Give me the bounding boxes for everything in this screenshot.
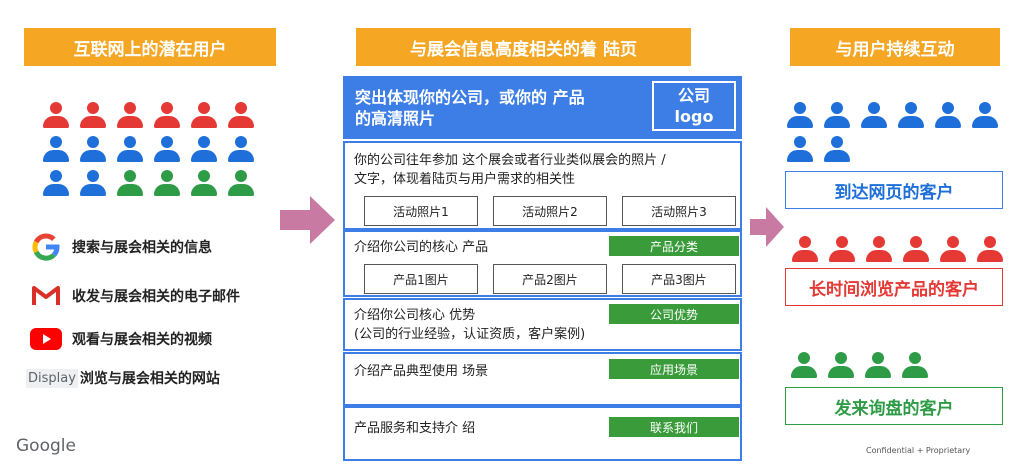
- visitors-label: 到达网页的客户: [785, 171, 1003, 209]
- person-icon: [112, 102, 149, 130]
- section-past-events: 你的公司往年参加 这个展会或者行业类似展会的照片 / 文字，体现着陆页与用户需求…: [343, 141, 742, 230]
- person-icon: [38, 136, 75, 164]
- inquirer-group: [786, 352, 934, 380]
- section-use-cases: 介绍产品典型使用 场景 应用场景: [343, 352, 742, 406]
- person-icon: [223, 170, 260, 198]
- section-text: 介绍你公司核心 优势 (公司的行业经验，认证资质，客户案例): [354, 308, 586, 342]
- section-text: 你的公司往年参加 这个展会或者行业类似展会的照片 / 文字，体现着陆页与用户需求…: [354, 153, 666, 187]
- person-icon: [186, 170, 223, 198]
- arrow-right-icon: [750, 207, 784, 247]
- section-core-products: 介绍你公司的核心 产品 产品分类 产品1图片 产品2图片 产品3图片: [343, 230, 742, 297]
- person-icon: [112, 136, 149, 164]
- person-icon: [861, 236, 898, 264]
- person-icon: [75, 102, 112, 130]
- person-icon: [893, 102, 930, 130]
- event-photo: 活动照片3: [622, 196, 736, 226]
- feature-video: 观看与展会相关的视频: [26, 325, 212, 353]
- person-icon: [856, 102, 893, 130]
- person-icon: [860, 352, 897, 380]
- person-icon: [786, 352, 823, 380]
- person-icon: [75, 170, 112, 198]
- person-icon: [935, 236, 972, 264]
- feature-label: 观看与展会相关的视频: [72, 332, 212, 348]
- section-support: 产品服务和支持介 绍 联系我们: [343, 406, 742, 461]
- company-advantage-button[interactable]: 公司优势: [609, 304, 739, 324]
- arrow-right-icon: [280, 196, 335, 244]
- logo-box: 公司 logo: [652, 81, 736, 131]
- header-engagement: 与用户持续互动: [790, 28, 1000, 66]
- feature-display: Display 浏览与展会相关的网站: [26, 368, 220, 388]
- person-icon: [149, 136, 186, 164]
- youtube-icon: [26, 325, 66, 353]
- person-icon: [112, 170, 149, 198]
- person-icon: [967, 102, 1004, 130]
- gmail-icon: [26, 282, 66, 310]
- person-icon: [186, 136, 223, 164]
- person-icon: [223, 102, 260, 130]
- feature-search: 搜索与展会相关的信息: [26, 233, 212, 261]
- person-icon: [823, 352, 860, 380]
- contact-us-button[interactable]: 联系我们: [609, 417, 739, 437]
- event-photo: 活动照片2: [493, 196, 607, 226]
- product-photo: 产品1图片: [364, 264, 478, 294]
- person-icon: [186, 102, 223, 130]
- display-icon: Display: [26, 368, 78, 388]
- section-advantages: 介绍你公司核心 优势 (公司的行业经验，认证资质，客户案例) 公司优势: [343, 298, 742, 351]
- person-icon: [782, 136, 819, 164]
- browsers-label: 长时间浏览产品的客户: [785, 268, 1003, 306]
- footer-note: Confidential + Proprietary: [866, 446, 971, 455]
- feature-label: 浏览与展会相关的网站: [79, 371, 220, 387]
- product-photo: 产品2图片: [493, 264, 607, 294]
- header-potential-users: 互联网上的潜在用户: [24, 28, 276, 66]
- google-g-icon: [26, 233, 66, 261]
- person-icon: [930, 102, 967, 130]
- person-icon: [223, 136, 260, 164]
- person-icon: [149, 102, 186, 130]
- person-icon: [782, 102, 819, 130]
- event-photo: 活动照片1: [364, 196, 478, 226]
- header-landing-page: 与展会信息高度相关的着 陆页: [356, 28, 691, 66]
- person-icon: [819, 102, 856, 130]
- person-icon: [897, 352, 934, 380]
- product-photo: 产品3图片: [622, 264, 736, 294]
- browser-group: [787, 236, 1009, 264]
- section-text: 介绍产品典型使用 场景: [354, 364, 489, 379]
- feature-email: 收发与展会相关的电子邮件: [26, 282, 240, 310]
- feature-label: 搜索与展会相关的信息: [72, 240, 212, 256]
- person-icon: [819, 136, 856, 164]
- person-icon: [824, 236, 861, 264]
- product-category-button[interactable]: 产品分类: [609, 236, 739, 256]
- person-icon: [972, 236, 1009, 264]
- person-icon: [38, 170, 75, 198]
- inquirers-label: 发来询盘的客户: [785, 387, 1003, 425]
- person-icon: [75, 136, 112, 164]
- hero-text: 突出体现你的公司，或你的 产品 的高清照片: [355, 88, 585, 128]
- use-case-button[interactable]: 应用场景: [609, 359, 739, 379]
- person-icon: [898, 236, 935, 264]
- section-text: 产品服务和支持介 绍: [354, 421, 476, 436]
- section-text: 介绍你公司的核心 产品: [354, 240, 489, 255]
- google-logo: Google: [16, 436, 76, 456]
- person-icon: [38, 102, 75, 130]
- feature-label: 收发与展会相关的电子邮件: [72, 289, 240, 305]
- person-icon: [149, 170, 186, 198]
- person-icon: [787, 236, 824, 264]
- landing-hero: 突出体现你的公司，或你的 产品 的高清照片 公司 logo: [343, 76, 742, 139]
